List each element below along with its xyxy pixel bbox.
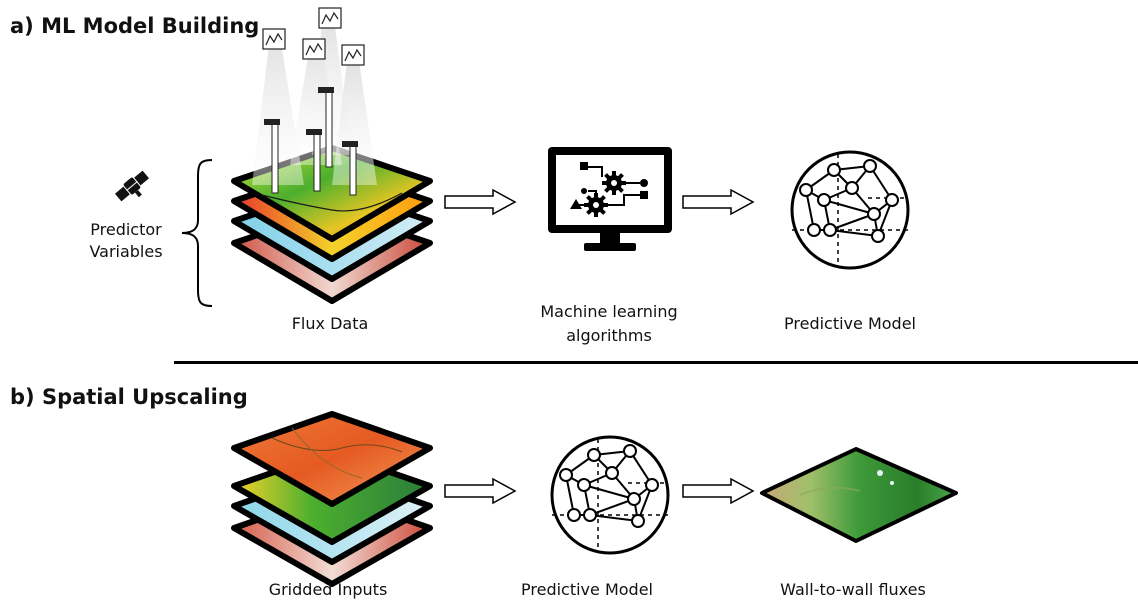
section-divider [174,361,1138,364]
curly-brace [181,159,213,307]
computer-gears-icon [548,147,672,251]
map-layers-icon [231,411,433,587]
arrow-right-icon [444,477,517,505]
section-b-title: b) Spatial Upscaling [10,385,248,409]
predictor-label-line1: Predictor [90,220,162,239]
output-label: Wall-to-wall fluxes [780,580,926,599]
arrow-right-icon [682,477,755,505]
arrow-right-icon [444,188,517,216]
arrow-right-icon [682,188,755,216]
ml-label-line1: Machine learning [540,302,678,321]
map-output-icon [760,447,958,543]
flux-data-label: Flux Data [291,314,369,333]
section-a-title: a) ML Model Building [10,14,260,38]
chart-icon [262,7,365,66]
flux-data-stack [231,7,433,304]
network-model-icon [550,435,670,555]
gridded-inputs-label: Gridded Inputs [268,580,388,599]
model-label-b: Predictive Model [521,580,653,599]
network-model-icon [790,150,910,270]
satellite-icon [114,170,150,202]
ml-label-line2: algorithms [566,326,652,345]
model-label-a: Predictive Model [784,314,916,333]
predictor-label-line2: Variables [89,242,163,261]
